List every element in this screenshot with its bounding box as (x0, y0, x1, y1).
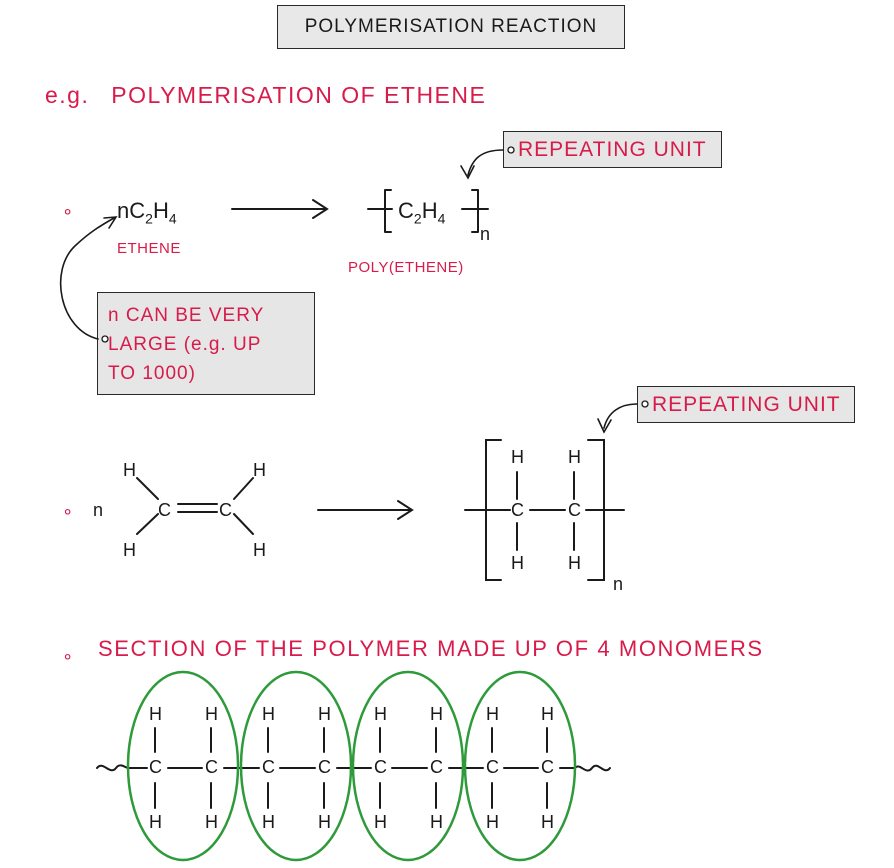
tag2-hole (641, 400, 649, 408)
chain-vertical-bonds (154, 727, 548, 809)
section-caption: SECTION OF THE POLYMER MADE UP OF 4 MONO… (98, 636, 764, 661)
polymer-bonds (464, 471, 625, 551)
atom-h: H (205, 704, 218, 724)
monomer-ellipse-3 (351, 670, 465, 862)
reaction2-n: n (93, 500, 104, 520)
tag1-hole (507, 146, 515, 154)
atom-h: H (149, 812, 162, 832)
tag2-arrow (597, 403, 638, 434)
reactant-label: ETHENE (117, 240, 181, 257)
product-bracket-right (461, 189, 489, 233)
atom-h: H (149, 704, 162, 724)
atom-h: H (262, 812, 275, 832)
polymer-bracket-right (587, 439, 605, 581)
note-line-2: LARGE (e.g. UP (108, 334, 262, 355)
atom-c: C (430, 757, 443, 777)
repeating-unit-tag-1-text: REPEATING UNIT (518, 137, 707, 161)
atom-h: H (511, 447, 524, 467)
atom-h: H (374, 704, 387, 724)
atom-c: C (318, 757, 331, 777)
repeating-unit-tag-1: REPEATING UNIT (503, 131, 722, 168)
atom-h: H (568, 553, 581, 573)
product-h: H (421, 198, 438, 223)
atom-h: H (123, 460, 136, 480)
note-line-3: TO 1000) (108, 363, 196, 384)
product-h-sub: 4 (437, 210, 446, 227)
monomer-ellipse-1 (126, 670, 240, 862)
atom-h: H (205, 812, 218, 832)
product-subscript-n: n (480, 224, 491, 244)
atom-c: C (568, 500, 581, 520)
polymer-bracket-left (485, 439, 502, 581)
product-c: C (398, 198, 414, 223)
note-hole (101, 335, 109, 343)
ethene-bonds (136, 477, 254, 535)
reactant-formula: nC2H4 (117, 198, 177, 226)
reactant-n: n (117, 198, 130, 223)
monomer-ellipse-2 (239, 670, 353, 862)
atom-c: C (541, 757, 554, 777)
reactant-h-sub: 4 (168, 210, 177, 227)
atom-c: C (158, 500, 171, 520)
atom-c: C (486, 757, 499, 777)
reaction-arrow-1 (231, 199, 329, 219)
atom-c: C (374, 757, 387, 777)
atom-h: H (486, 704, 499, 724)
product-label: POLY(ETHENE) (348, 259, 464, 276)
atom-h: H (511, 553, 524, 573)
polymer-subscript-n: n (613, 574, 624, 594)
reactant-h: H (152, 198, 169, 223)
atom-h: H (318, 812, 331, 832)
atom-h: H (318, 704, 331, 724)
atom-h: H (486, 812, 499, 832)
heading-eg: e.g. (45, 82, 90, 108)
atom-h: H (541, 704, 554, 724)
bullet-1: ∘ (62, 201, 74, 221)
atom-h: H (568, 447, 581, 467)
atom-h: H (262, 704, 275, 724)
bullet-2: ∘ (62, 501, 74, 521)
product-bracket-left (367, 189, 393, 233)
atom-h: H (123, 540, 136, 560)
monomer-ellipse-4 (463, 670, 577, 862)
atom-h: H (253, 460, 266, 480)
atom-h: H (430, 704, 443, 724)
product-formula: C2H4 (398, 198, 445, 226)
heading-text: POLYMERISATION OF ETHENE (111, 82, 487, 108)
reaction-arrow-2 (317, 500, 414, 520)
atom-c: C (149, 757, 162, 777)
section-heading: e.g. POLYMERISATION OF ETHENE (45, 82, 486, 109)
repeating-unit-tag-2-text: REPEATING UNIT (652, 392, 841, 416)
note-line-1: n CAN BE VERY (108, 305, 265, 326)
atom-h: H (541, 812, 554, 832)
atom-c: C (205, 757, 218, 777)
bullet-3: ∘ (62, 646, 74, 666)
atom-c: C (219, 500, 232, 520)
atom-c: C (262, 757, 275, 777)
reactant-c: C (129, 198, 146, 223)
atom-c: C (511, 500, 524, 520)
repeating-unit-tag-2: REPEATING UNIT (637, 386, 855, 423)
atom-h: H (374, 812, 387, 832)
product-c-sub: 2 (413, 210, 422, 227)
tag1-arrow (460, 149, 504, 180)
note-arrow (60, 216, 118, 340)
atom-h: H (430, 812, 443, 832)
note-box: n CAN BE VERY LARGE (e.g. UP TO 1000) (97, 292, 315, 395)
reactant-c-sub: 2 (145, 210, 153, 227)
atom-h: H (253, 540, 266, 560)
page-title: POLYMERISATION REACTION (304, 16, 598, 37)
title-box: POLYMERISATION REACTION (277, 5, 625, 49)
